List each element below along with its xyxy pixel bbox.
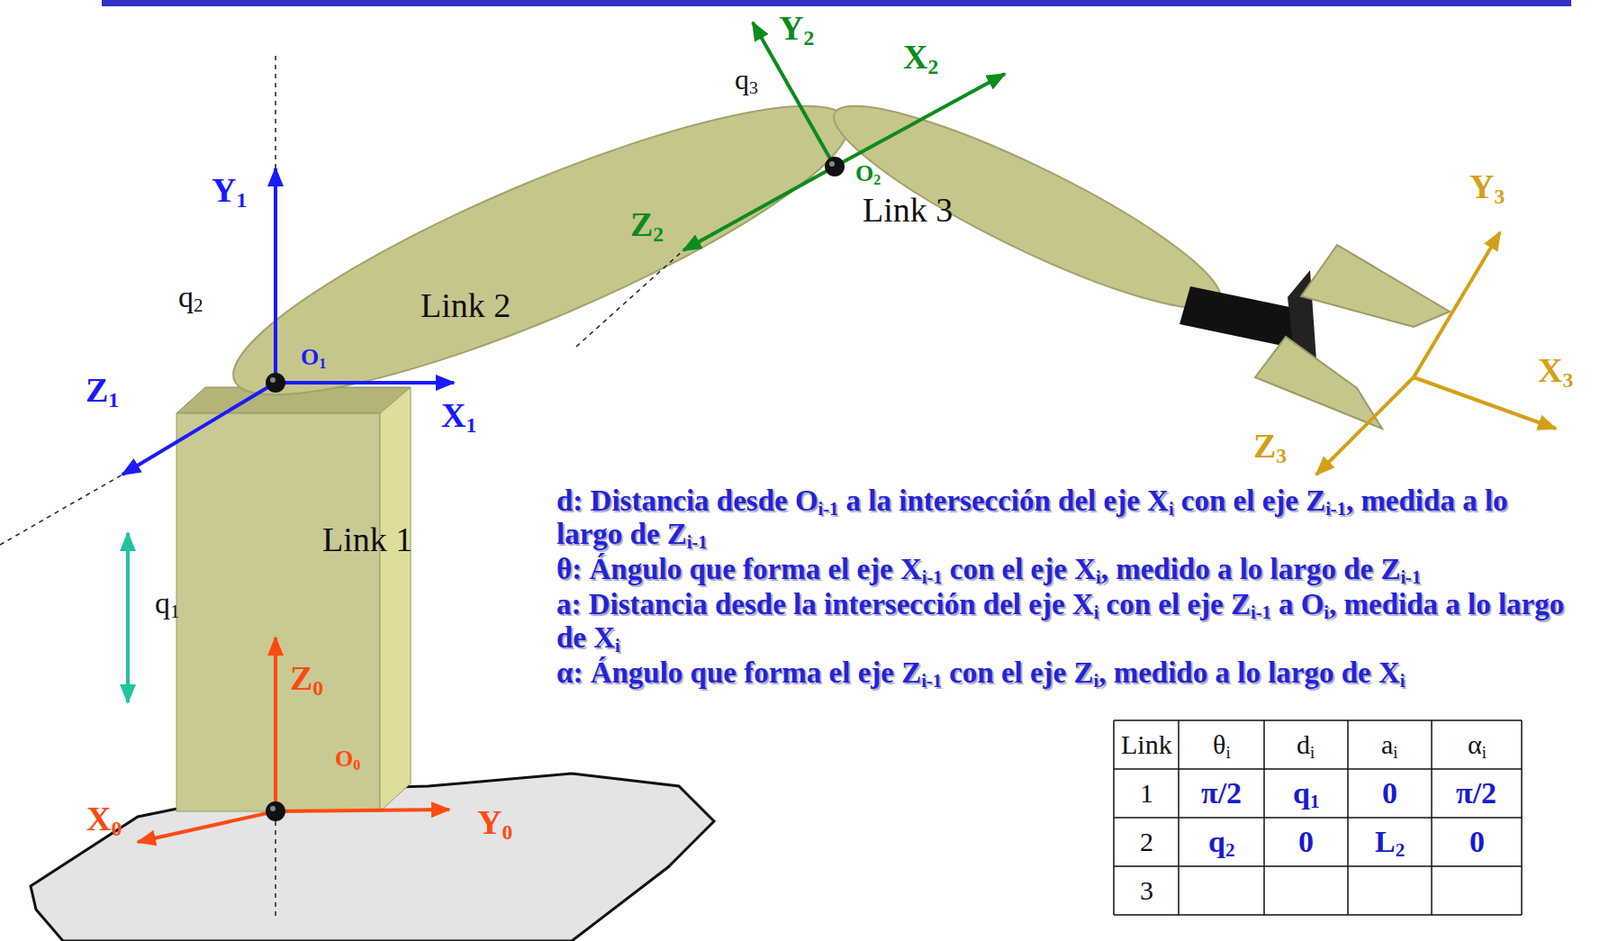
table-rule — [1113, 719, 1522, 722]
axis-label: Y1 — [211, 171, 247, 211]
axis-label: Z1 — [85, 370, 119, 411]
table-cell: q1 — [1292, 775, 1320, 811]
table-header: θi — [1212, 729, 1231, 761]
table-header: Link — [1120, 729, 1173, 761]
frame-axis — [1413, 232, 1501, 378]
axis-label: Z3 — [1253, 426, 1287, 467]
link1-side — [379, 387, 411, 812]
axis-label: X0 — [86, 799, 122, 840]
axis-label: Z0 — [289, 659, 324, 699]
table-cell: L2 — [1374, 823, 1405, 859]
frame-axis — [1316, 377, 1414, 475]
table-cell: 0 — [1469, 823, 1485, 859]
dh-table-grid — [1113, 720, 1522, 915]
origin-dot — [265, 372, 286, 393]
frame-axis — [275, 380, 454, 385]
table-rule — [1177, 720, 1180, 915]
joint-variable: q2 — [178, 279, 204, 315]
link-name: Link 3 — [862, 190, 953, 231]
table-cell: 0 — [1298, 823, 1314, 859]
frame-axis — [122, 382, 276, 475]
axis-label: Z2 — [630, 205, 664, 245]
table-rule — [1113, 768, 1522, 770]
table-cell: q2 — [1208, 823, 1235, 859]
axis-guide — [0, 474, 123, 545]
table-cell: 0 — [1382, 775, 1398, 811]
axis-label: Y2 — [778, 9, 814, 49]
joint-variable: q3 — [734, 63, 759, 97]
frame-axis — [683, 166, 835, 251]
table-header: di — [1296, 729, 1315, 761]
axis-guide — [576, 250, 684, 347]
origin-dot — [265, 801, 286, 822]
link3 — [816, 75, 1239, 338]
gripper-finger — [1255, 336, 1383, 429]
origin-dot — [270, 377, 276, 383]
frame-axis — [834, 73, 1005, 167]
table-rule — [1520, 720, 1523, 915]
table-header: αi — [1467, 729, 1487, 761]
table-header: 1 — [1139, 777, 1154, 810]
table-rule — [1113, 913, 1522, 916]
table-header: ai — [1381, 729, 1399, 761]
link2 — [207, 57, 875, 443]
table-rule — [1113, 816, 1522, 819]
parameter-definition: a: Distancia desde la intersección del e… — [556, 587, 1565, 655]
origin-label: O2 — [855, 160, 881, 188]
table-cell: π/2 — [1455, 775, 1497, 811]
axis-label: X1 — [441, 396, 477, 436]
origin-dot — [824, 156, 845, 177]
parameter-definition: θ: Ángulo que forma el eje Xi-1 con el e… — [556, 552, 1565, 587]
table-header: 2 — [1139, 826, 1154, 859]
frame-axis — [275, 809, 450, 812]
origin-label: O0 — [334, 745, 361, 773]
parameter-definition: d: Distancia desde Oi-1 a la intersecció… — [556, 484, 1565, 552]
link-name: Link 2 — [420, 286, 511, 326]
origin-label: O1 — [300, 343, 326, 371]
axis-label: Y3 — [1469, 167, 1505, 208]
table-rule — [1346, 720, 1349, 915]
link1-front — [176, 413, 380, 812]
table-rule — [1113, 865, 1522, 868]
frame-axis — [1413, 377, 1556, 429]
axis-label: Y0 — [477, 803, 513, 843]
joint-variable: q1 — [154, 585, 181, 621]
table-header: 3 — [1139, 875, 1154, 907]
frame-axis — [273, 637, 278, 812]
gripper-finger — [1301, 244, 1450, 327]
link-name: Link 1 — [322, 520, 413, 561]
axis-label: X3 — [1537, 351, 1573, 391]
title-rule — [101, 0, 1572, 7]
table-rule — [1112, 720, 1115, 915]
table-rule — [1430, 720, 1433, 915]
origin-dot — [270, 805, 276, 812]
table-background — [1113, 720, 1522, 915]
frame-axis — [273, 168, 278, 383]
parameter-definition: α: Ángulo que forma el eje Zi-1 con el e… — [556, 656, 1565, 690]
table-rule — [1263, 720, 1266, 915]
table-cell: π/2 — [1201, 775, 1242, 811]
frame-axis — [137, 811, 276, 842]
origin-dot — [829, 161, 835, 167]
joint-travel-arrow — [126, 533, 130, 703]
axis-label: X2 — [903, 37, 939, 78]
